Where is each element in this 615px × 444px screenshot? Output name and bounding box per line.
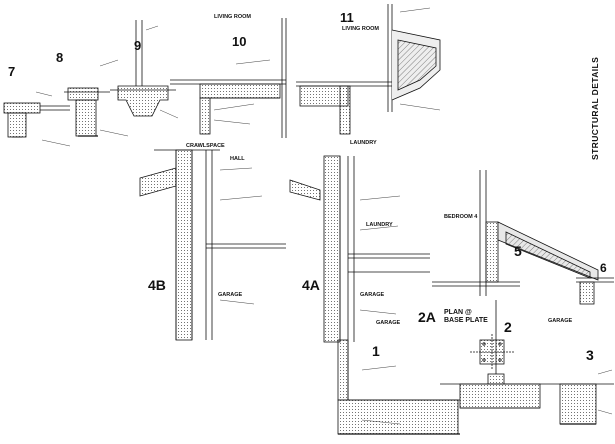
room-label-living-room-11: LIVING ROOM	[342, 26, 379, 32]
detail-11-drawing	[296, 4, 441, 135]
detail-11-number: 11	[340, 10, 354, 25]
detail-7-number: 7	[8, 64, 15, 79]
detail-2-number: 2	[504, 319, 512, 335]
detail-9-number: 9	[134, 38, 141, 53]
detail-1-drawing	[337, 339, 460, 435]
room-label-garage-4a: GARAGE	[360, 292, 384, 298]
detail-2a-drawing	[470, 334, 514, 370]
detail-2a-plan-label-line2: BASE PLATE	[444, 317, 488, 324]
room-label-garage-4b: GARAGE	[218, 292, 242, 298]
detail-8-drawing	[64, 59, 129, 137]
room-label-living-room-10: LIVING ROOM	[214, 14, 251, 20]
room-label-garage-2a: GARAGE	[376, 320, 400, 326]
room-label-bedroom-4: BEDROOM 4	[444, 214, 478, 220]
room-label-hall: HALL	[230, 156, 245, 162]
room-label-laundry-4a: LAUNDRY	[366, 222, 393, 228]
detail-4a-drawing	[289, 155, 430, 343]
room-label-crawlspace: CRAWLSPACE	[186, 143, 225, 149]
detail-3-drawing	[540, 369, 614, 425]
detail-10-drawing	[170, 18, 287, 138]
detail-4b-number: 4B	[148, 277, 166, 293]
detail-8-number: 8	[56, 50, 63, 65]
room-label-laundry-11: LAUNDRY	[350, 140, 377, 146]
detail-3-number: 3	[586, 347, 594, 363]
detail-2-drawing	[440, 300, 541, 409]
detail-10-number: 10	[232, 34, 246, 49]
detail-2a-number: 2A	[418, 309, 436, 325]
detail-9-drawing	[110, 20, 179, 119]
detail-4b-drawing	[139, 149, 286, 341]
detail-1-number: 1	[372, 343, 380, 359]
detail-2a-plan-label-line1: PLAN @	[444, 309, 472, 316]
detail-4a-number: 4A	[302, 277, 320, 293]
sheet-side-title: STRUCTURAL DETAILS	[590, 57, 600, 160]
room-label-garage-2: GARAGE	[548, 318, 572, 324]
detail-6-number: 6	[600, 261, 607, 275]
detail-5-number: 5	[514, 243, 522, 259]
detail-6-drawing	[576, 277, 614, 305]
detail-7-drawing	[3, 91, 71, 147]
